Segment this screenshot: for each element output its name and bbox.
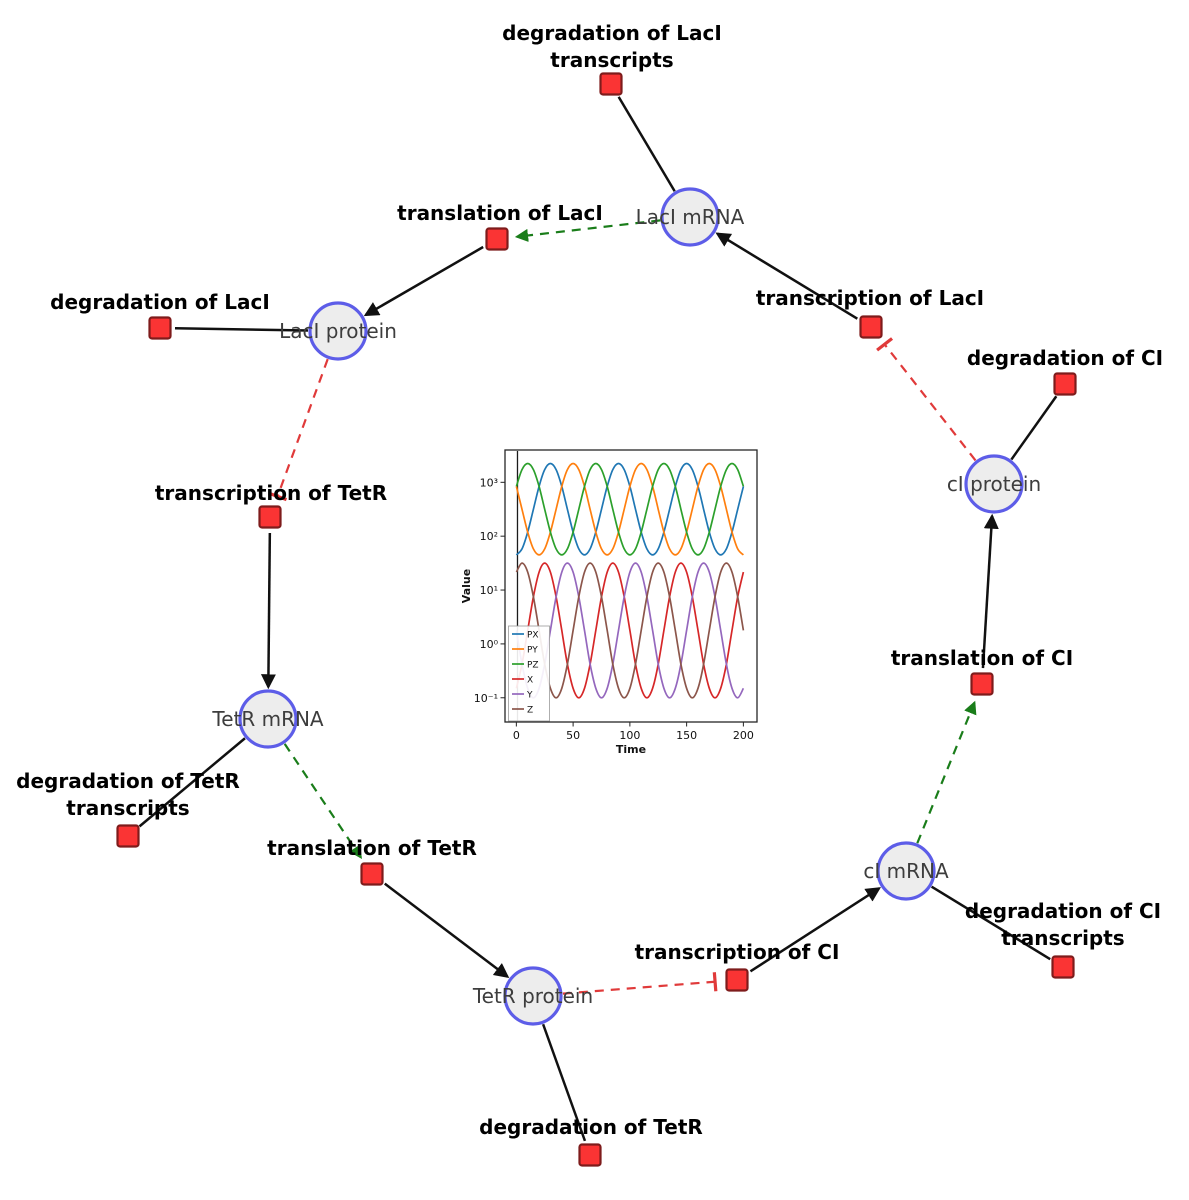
legend-label-PY: PY bbox=[527, 645, 538, 655]
series-PZ bbox=[515, 462, 745, 556]
edge-tetr-mrna-trl-tetr bbox=[283, 743, 362, 860]
species-label-ci-protein: cI protein bbox=[947, 472, 1041, 496]
edges-layer bbox=[138, 96, 1058, 1142]
reaction-label-deg-ci-tx: degradation of CI bbox=[965, 899, 1161, 923]
x-tick-label: 0 bbox=[513, 729, 520, 742]
reaction-label-deg-ci-tx: transcripts bbox=[1001, 926, 1124, 950]
reaction-label-txn-ci: transcription of CI bbox=[635, 940, 840, 964]
edge-txn-ci-ci-mrna bbox=[749, 887, 881, 973]
edge-laci-mrna-deg-laci-tx bbox=[617, 96, 676, 192]
species-node-laci-protein[interactable] bbox=[308, 301, 368, 361]
species-label-laci-mrna: LacI mRNA bbox=[636, 205, 745, 229]
labels-layer: degradation of LacI transcripts translatio… bbox=[16, 21, 1163, 1139]
y-tick-label: 10³ bbox=[480, 476, 498, 489]
reaction-label-txn-laci: transcription of LacI bbox=[756, 286, 984, 310]
reaction-label-deg-laci-tx: transcripts bbox=[550, 48, 673, 72]
reaction-node-txn-laci[interactable] bbox=[859, 315, 883, 339]
x-tick-label: 150 bbox=[676, 729, 697, 742]
legend-box bbox=[508, 625, 550, 722]
x-tick-label: 50 bbox=[566, 729, 580, 742]
edge-laci-protein-deg-laci bbox=[174, 327, 309, 332]
reaction-label-deg-ci: degradation of CI bbox=[967, 346, 1163, 370]
series-X bbox=[515, 562, 745, 699]
species-node-ci-mrna[interactable] bbox=[876, 841, 936, 901]
inhibition-tee-txn-ci bbox=[712, 972, 718, 992]
edge-trl-ci-ci-protein bbox=[981, 513, 999, 669]
species-label-tetr-mrna: TetR mRNA bbox=[211, 707, 324, 731]
reaction-node-txn-ci[interactable] bbox=[725, 968, 749, 992]
y-tick-label: 10⁻¹ bbox=[474, 692, 498, 705]
legend-label-Z: Z bbox=[527, 705, 533, 715]
legend-label-PZ: PZ bbox=[527, 660, 539, 670]
legend-label-X: X bbox=[527, 675, 533, 685]
reaction-node-deg-tetr-tx[interactable] bbox=[116, 824, 140, 848]
species-node-laci-mrna[interactable] bbox=[660, 187, 720, 247]
x-tick-label: 100 bbox=[619, 729, 640, 742]
y-tick-label: 10⁰ bbox=[480, 638, 499, 651]
edge-laci-mrna-trl-laci bbox=[514, 219, 661, 243]
reaction-label-deg-tetr-tx: degradation of TetR bbox=[16, 769, 240, 793]
edge-laci-protein-txn-tetr bbox=[276, 358, 329, 497]
species-node-tetr-mrna[interactable] bbox=[238, 689, 298, 749]
x-axis-label: Time bbox=[616, 743, 646, 756]
edge-trl-laci-laci-protein bbox=[363, 245, 484, 317]
species-node-ci-protein[interactable] bbox=[964, 454, 1024, 514]
edge-txn-tetr-tetr-mrna bbox=[260, 532, 276, 690]
inhibition-tee-txn-tetr bbox=[268, 491, 288, 502]
species-label-tetr-protein: TetR protein bbox=[472, 984, 593, 1008]
reaction-node-trl-laci[interactable] bbox=[485, 227, 509, 251]
legend-label-Y: Y bbox=[526, 690, 533, 700]
reaction-label-txn-tetr: transcription of TetR bbox=[155, 481, 387, 505]
reaction-node-deg-laci-tx[interactable] bbox=[599, 72, 623, 96]
edge-tetr-protein-deg-tetr bbox=[541, 1023, 587, 1142]
edge-ci-protein-deg-ci bbox=[1010, 395, 1058, 461]
reaction-node-deg-ci-tx[interactable] bbox=[1051, 955, 1075, 979]
y-tick-label: 10² bbox=[480, 530, 498, 543]
chart-frame bbox=[504, 449, 758, 723]
series-Y bbox=[515, 562, 745, 699]
reaction-label-deg-laci: degradation of LacI bbox=[50, 290, 270, 314]
reaction-label-trl-tetr: translation of TetR bbox=[267, 836, 477, 860]
series-Z bbox=[515, 562, 745, 699]
reaction-label-trl-ci: translation of CI bbox=[891, 646, 1073, 670]
reaction-node-txn-tetr[interactable] bbox=[258, 505, 282, 529]
reaction-label-deg-tetr-tx: transcripts bbox=[66, 796, 189, 820]
edge-txn-laci-laci-mrna bbox=[715, 232, 858, 320]
reaction-label-trl-laci: translation of LacI bbox=[397, 201, 603, 225]
y-axis-label: Value bbox=[460, 569, 473, 603]
reaction-node-deg-tetr[interactable] bbox=[578, 1143, 602, 1167]
reaction-node-trl-tetr[interactable] bbox=[360, 862, 384, 886]
edge-ci-mrna-deg-ci-tx bbox=[930, 885, 1051, 961]
edge-ci-protein-txn-laci bbox=[883, 343, 977, 462]
y-tick-label: 10¹ bbox=[480, 584, 498, 597]
chart-legend: PX PY PZ XYZ bbox=[508, 625, 550, 722]
species-label-ci-mrna: cI mRNA bbox=[863, 859, 949, 883]
reaction-node-trl-ci[interactable] bbox=[970, 672, 994, 696]
reaction-label-deg-tetr: degradation of TetR bbox=[479, 1115, 703, 1139]
reaction-node-deg-ci[interactable] bbox=[1053, 372, 1077, 396]
reaction-node-deg-laci[interactable] bbox=[148, 316, 172, 340]
series-PY bbox=[515, 462, 745, 556]
inhibition-tee-txn-laci bbox=[876, 337, 894, 352]
x-tick-label: 200 bbox=[733, 729, 754, 742]
species-node-tetr-protein[interactable] bbox=[503, 966, 563, 1026]
legend-label-PX: PX bbox=[527, 630, 539, 640]
edge-ci-mrna-trl-ci bbox=[916, 700, 977, 844]
species-label-laci-protein: LacI protein bbox=[279, 319, 397, 343]
edge-tetr-mrna-deg-tetr-tx bbox=[138, 737, 246, 828]
nodes-layer bbox=[116, 72, 1077, 1167]
reaction-label-deg-laci-tx: degradation of LacI bbox=[502, 21, 722, 45]
edge-trl-tetr-tetr-protein bbox=[383, 882, 510, 979]
